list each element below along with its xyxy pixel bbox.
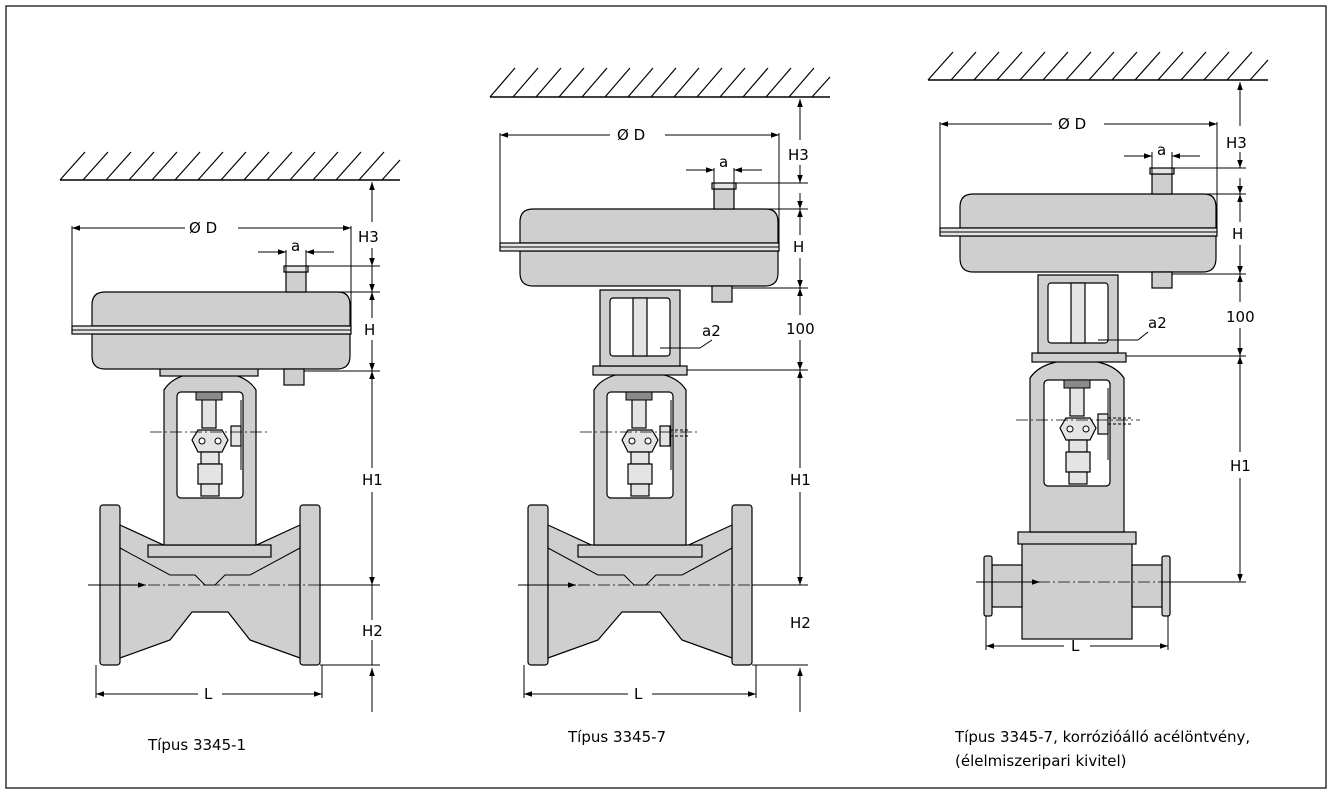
ceiling-hatch-3 [927, 51, 1269, 81]
h2-label-2: H2 [790, 614, 811, 632]
valve-3345-1: Ø D a H3 H H1 H2 L Típus 3345-1 [59, 151, 401, 754]
h3-label-1: H3 [358, 228, 379, 246]
valve-3345-7: Ø D a H3 H a2 100 H1 H2 L Típus 3345-7 [489, 67, 831, 746]
h3-label-3: H3 [1226, 134, 1247, 152]
h1-label-3: H1 [1230, 457, 1251, 475]
clamp-body [1021, 542, 1133, 640]
h-label-2: H [793, 238, 804, 256]
caption-3345-1: Típus 3345-1 [147, 736, 246, 754]
a2-label-2: a2 [702, 322, 721, 340]
h2-label-1: H2 [362, 622, 383, 640]
a2-label-3: a2 [1148, 314, 1167, 332]
h3-label-2: H3 [788, 146, 809, 164]
h1-label-2: H1 [790, 471, 811, 489]
bonnet-plate [147, 544, 272, 558]
diameter-label-2: Ø D [617, 126, 645, 144]
valve-3345-7-hygienic: Ø D a H3 H a2 100 H1 L Típus 3345-7, kor… [927, 51, 1269, 770]
a-label-2: a [719, 153, 728, 171]
ceiling-hatch-2 [489, 67, 831, 98]
diameter-label-3: Ø D [1058, 115, 1086, 133]
l-label-2: L [634, 685, 643, 703]
caption-3345-7-hygienic-line1: Típus 3345-7, korrózióálló acélöntvény, [954, 728, 1250, 746]
a-label-1: a [291, 237, 300, 255]
h-label-3: H [1232, 225, 1243, 243]
h-label-1: H [364, 321, 375, 339]
a-label-3: a [1157, 141, 1166, 159]
actuator-upper-case [91, 291, 351, 327]
yoke-height-label-3: 100 [1226, 308, 1255, 326]
h1-label-1: H1 [362, 471, 383, 489]
l-label-1: L [204, 685, 213, 703]
l-label-3: L [1071, 637, 1080, 655]
drawing-border [5, 5, 1327, 789]
yoke-height-label-2: 100 [786, 320, 815, 338]
vent-plug [283, 368, 305, 386]
signal-connection-a [285, 271, 307, 293]
actuator-lower-case [91, 333, 351, 370]
caption-3345-7: Típus 3345-7 [567, 728, 666, 746]
diameter-label-1: Ø D [189, 219, 217, 237]
ceiling-hatch-1 [59, 151, 401, 181]
caption-3345-7-hygienic-line2: (élelmiszeripari kivitel) [955, 752, 1127, 770]
